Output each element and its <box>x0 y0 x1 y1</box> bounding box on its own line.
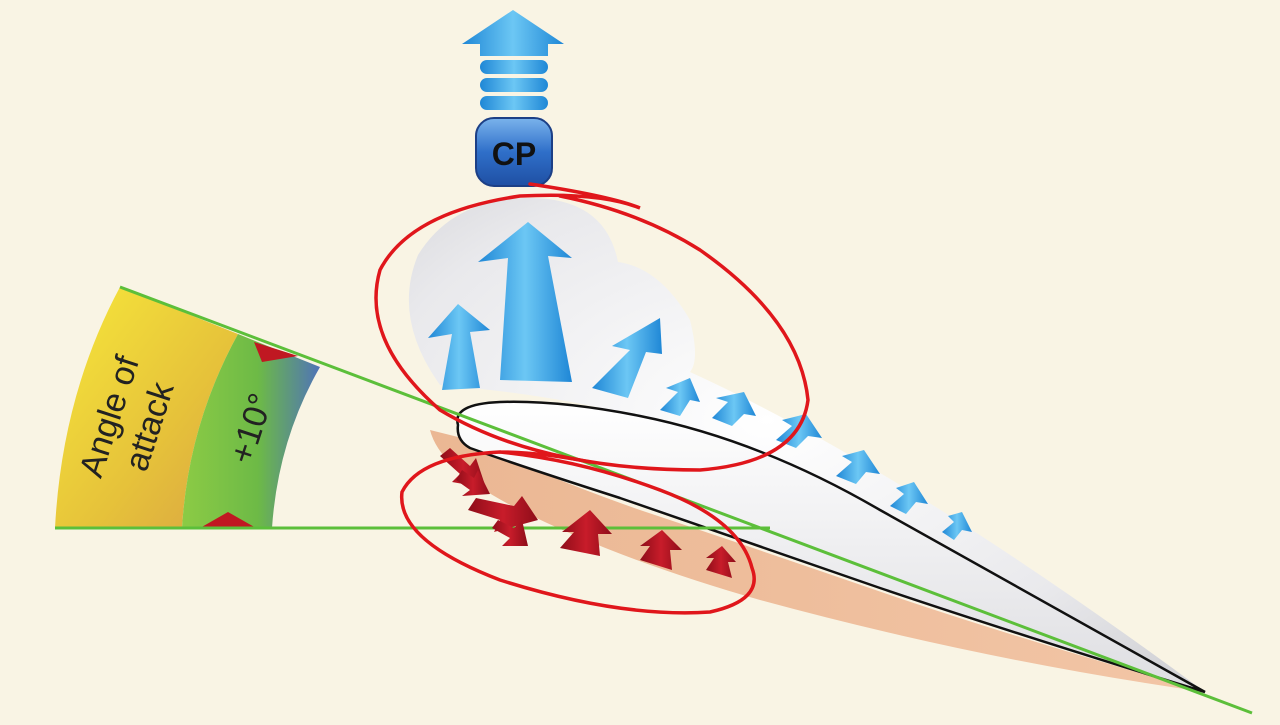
suction-arrow-4 <box>660 378 700 416</box>
low-pressure-region <box>408 197 1205 693</box>
pressure-arrow-2 <box>456 470 490 496</box>
suction-arrow-5 <box>712 392 756 426</box>
center-of-pressure: CP <box>462 10 564 187</box>
gauge-upper-marker <box>254 342 298 362</box>
pressure-arrow-6 <box>640 530 682 570</box>
suction-arrows <box>428 222 972 540</box>
pressure-arrow-4 <box>492 520 528 546</box>
cp-stack-bar-3 <box>480 96 548 110</box>
airfoil <box>456 400 1206 694</box>
upper-annotation-ellipse <box>374 182 810 472</box>
suction-arrow-main <box>478 222 572 382</box>
lift-arrow-head <box>462 10 564 56</box>
pressure-arrow-5 <box>560 510 612 556</box>
cp-box <box>475 117 553 187</box>
gauge-lower-marker <box>200 512 256 528</box>
suction-arrow-left <box>428 304 490 390</box>
suction-arrow-8 <box>890 482 928 514</box>
gauge-green-band <box>182 334 320 528</box>
lower-annotation-ellipse <box>399 450 756 615</box>
cp-stack-bar-2 <box>480 78 548 92</box>
suction-arrow-9 <box>942 512 972 540</box>
suction-arrow-7 <box>836 450 880 484</box>
angle-gauge: Angle of attack +10° <box>55 287 320 528</box>
cp-stack-bar-1 <box>480 60 548 74</box>
cp-label: CP <box>492 136 536 172</box>
pressure-arrow-7 <box>706 546 736 578</box>
annotations <box>374 182 810 615</box>
suction-arrow-right <box>592 318 662 398</box>
gauge-yellow-band <box>55 287 238 528</box>
